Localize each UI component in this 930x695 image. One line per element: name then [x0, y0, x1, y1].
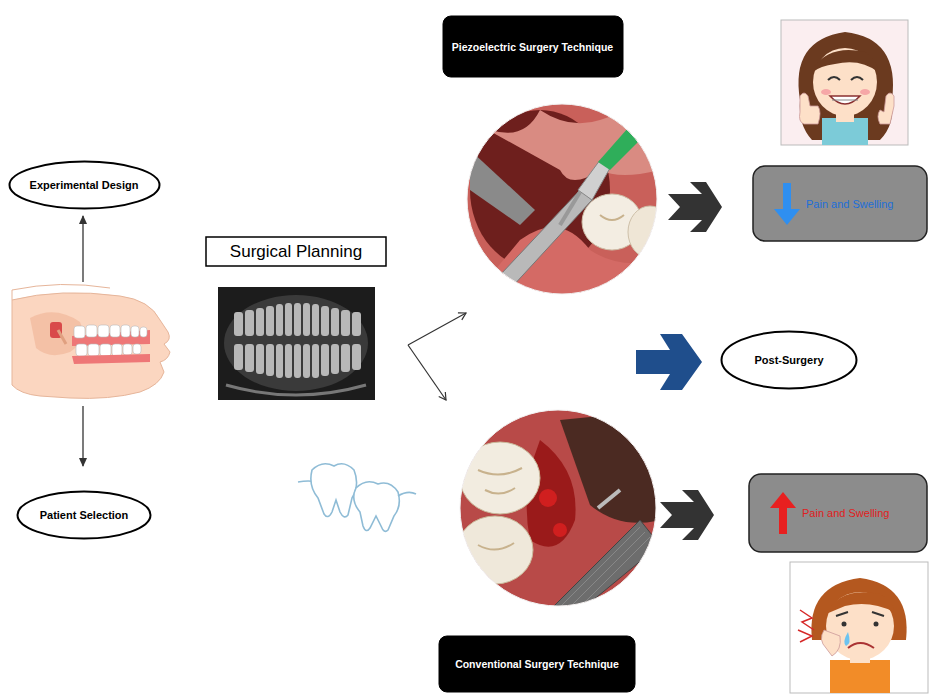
technique-label: Piezoelectric Surgery Technique — [442, 15, 624, 78]
title-box: Surgical Planning — [205, 236, 387, 267]
ellipse-node: Patient Selection — [16, 490, 152, 540]
node-text: Piezoelectric Surgery Technique — [452, 41, 613, 53]
node-text: Pain and Swelling — [806, 198, 893, 210]
teeth-icon — [298, 464, 416, 532]
piezo-surgery-photo — [460, 100, 672, 300]
outcome-box: Pain and Swelling — [752, 165, 928, 242]
ellipse-node: Post-Surgery — [720, 330, 858, 390]
chevron-arrow-top — [668, 182, 722, 232]
node-text: Patient Selection — [40, 509, 129, 521]
sad-patient-cartoon — [790, 562, 928, 693]
split-arrow-up — [408, 313, 466, 345]
chevron-arrow-bottom — [660, 490, 714, 540]
conventional-surgery-photo — [455, 405, 665, 615]
outcome-box: Pain and Swelling — [748, 473, 928, 553]
node-text: Post-Surgery — [754, 354, 823, 366]
arrow-up — [82, 216, 83, 282]
increase-arrow — [768, 490, 798, 536]
node-text: Experimental Design — [30, 179, 139, 191]
node-text: Conventional Surgery Technique — [455, 658, 619, 670]
node-text: Pain and Swelling — [802, 507, 889, 519]
happy-patient-cartoon — [781, 20, 908, 145]
ellipse-node: Experimental Design — [8, 160, 161, 210]
panoramic-xray — [218, 287, 375, 400]
jaw-illustration — [12, 284, 170, 398]
decrease-arrow — [772, 181, 802, 227]
technique-label: Conventional Surgery Technique — [438, 635, 636, 693]
blue-arrow — [636, 334, 702, 390]
node-text: Surgical Planning — [230, 242, 362, 262]
arrow-down — [82, 406, 83, 466]
split-arrow-down — [408, 345, 446, 400]
